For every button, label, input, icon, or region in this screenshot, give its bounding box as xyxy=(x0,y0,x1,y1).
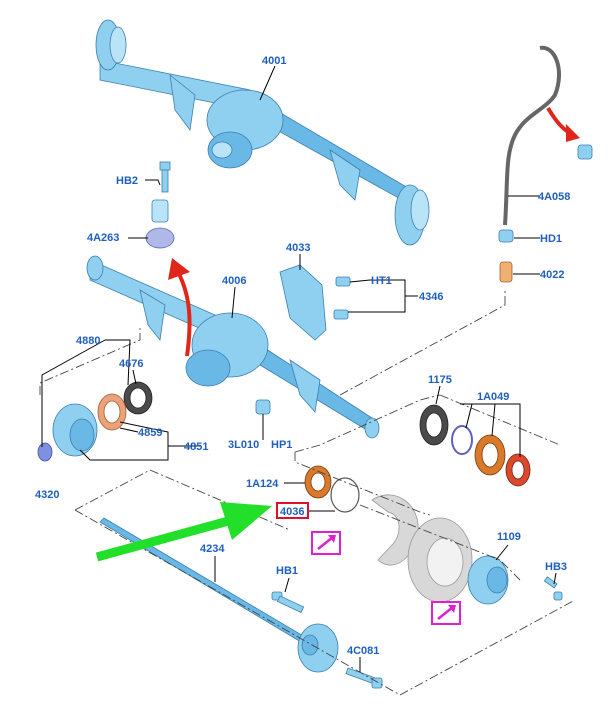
label-HB1: HB1 xyxy=(276,565,298,577)
pointer-arrow-icon xyxy=(437,606,454,620)
label-4006: 4006 xyxy=(222,275,246,287)
label-HB2: HB2 xyxy=(116,175,138,187)
label-1175: 1175 xyxy=(428,374,452,386)
cover-4033 xyxy=(279,264,327,341)
hub-1109 xyxy=(467,555,509,605)
plug-3L010 xyxy=(255,399,271,415)
label-4A263: 4A263 xyxy=(87,232,119,244)
bolt-HB1 xyxy=(271,591,305,613)
label-4C081: 4C081 xyxy=(347,645,379,657)
label-4880: 4880 xyxy=(76,335,100,347)
bolt-4C081 xyxy=(345,667,383,689)
vent-fitting-HD1 xyxy=(498,229,514,243)
label-4036: 4036 xyxy=(280,506,304,518)
highlight-box-4036 xyxy=(276,502,309,519)
green-arrow xyxy=(95,502,272,562)
callout-box-a xyxy=(311,531,341,555)
vent-fitting-4022 xyxy=(499,261,513,283)
label-3L010: 3L010 xyxy=(228,439,259,451)
axle-shaft-4234 xyxy=(99,517,339,673)
label-4859: 4859 xyxy=(138,427,162,439)
label-4234: 4234 xyxy=(200,543,225,555)
label-HP1: HP1 xyxy=(271,439,292,451)
flange-4851 xyxy=(52,403,98,457)
nut-4320 xyxy=(37,442,53,462)
bolt-HB3 xyxy=(543,576,563,601)
label-4676: 4676 xyxy=(119,358,143,370)
red-arrow-upper xyxy=(546,106,580,142)
red-arrow-middle xyxy=(168,258,192,357)
axle-assembly-4001 xyxy=(95,19,430,246)
label-4001: 4001 xyxy=(262,55,286,67)
label-1A049: 1A049 xyxy=(477,391,509,403)
axle-housing-4006 xyxy=(86,255,380,439)
bolt-HB2 xyxy=(159,161,171,193)
o-ring-4036 xyxy=(330,477,360,513)
part-labels: 4001 HB2 4A263 4A058 HD1 4022 4033 4006 … xyxy=(35,55,570,657)
label-4346: 4346 xyxy=(419,291,443,303)
vent-tube-4A058 xyxy=(503,45,561,226)
label-4851: 4851 xyxy=(184,441,208,453)
label-1A124: 1A124 xyxy=(246,478,279,490)
construction-lines xyxy=(39,290,576,696)
label-4022: 4022 xyxy=(540,269,564,281)
fitting-HT1 xyxy=(333,276,351,320)
callout-box-b xyxy=(431,601,461,625)
vent-end-part xyxy=(577,144,593,160)
label-4033: 4033 xyxy=(286,242,310,254)
label-4320: 4320 xyxy=(35,489,59,501)
brake-rotor xyxy=(407,517,473,603)
bracket-4A263 xyxy=(145,199,175,249)
label-1109: 1109 xyxy=(497,531,521,543)
pointer-arrow-icon xyxy=(317,536,334,550)
label-HB3: HB3 xyxy=(545,561,567,573)
label-HT1: HT1 xyxy=(371,275,392,287)
o-ring xyxy=(451,425,473,455)
backing-plate xyxy=(371,494,419,566)
label-4A058: 4A058 xyxy=(538,191,570,203)
label-HD1: HD1 xyxy=(540,233,562,245)
leader-lines xyxy=(41,65,557,672)
